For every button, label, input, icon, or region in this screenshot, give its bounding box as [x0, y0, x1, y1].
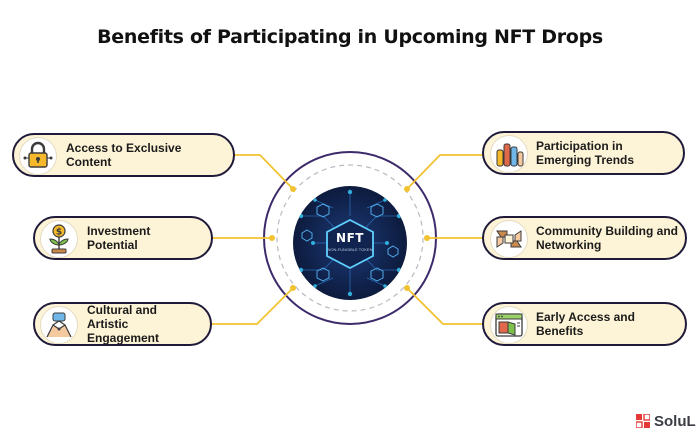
benefit-community-building: Community Building and Networking [482, 216, 687, 260]
brand-logo: SoluL [636, 412, 696, 430]
benefit-label: Participation in Emerging Trends [536, 139, 635, 167]
raised-hands-icon [490, 135, 528, 173]
connector-dot-left-2 [269, 235, 275, 241]
connector-right-1 [406, 154, 484, 190]
benefit-label: Cultural and Artistic Engagement [87, 303, 160, 345]
benefit-label: Access to Exclusive Content [66, 141, 182, 169]
circuit-pattern-icon [298, 189, 402, 297]
brand-mark-icon [636, 414, 650, 428]
benefit-early-access: Early Access and Benefits [482, 302, 687, 346]
connector-dot-left-3 [290, 285, 296, 291]
benefit-cultural-engagement: Cultural and Artistic Engagement [33, 302, 212, 346]
nft-hub: NFT NON-FUNGIBLE TOKEN [293, 186, 407, 300]
connector-left-3 [210, 287, 294, 325]
window-door-icon [490, 306, 528, 344]
connector-dot-right-1 [404, 186, 410, 192]
page-title: Benefits of Participating in Upcoming NF… [97, 26, 603, 48]
lock-icon [19, 137, 57, 175]
benefit-exclusive-content: Access to Exclusive Content [12, 133, 235, 177]
nft-sublabel: NON-FUNGIBLE TOKEN [327, 247, 373, 252]
hands-icon [40, 306, 78, 344]
inner-dashed-ring [276, 164, 424, 312]
joined-hands-icon [490, 220, 528, 258]
connector-dot-right-3 [404, 285, 410, 291]
connector-dot-left-1 [290, 186, 296, 192]
money-plant-icon: $ [40, 220, 78, 258]
connector-right-3 [406, 287, 484, 325]
brand-text: SoluL [654, 412, 696, 430]
nft-label: NFT [336, 231, 364, 245]
connector-dot-right-2 [424, 235, 430, 241]
benefit-label: Early Access and Benefits [536, 310, 635, 338]
benefit-investment-potential: $ Investment Potential [33, 216, 213, 260]
nft-hexagon [326, 218, 374, 270]
svg-text:$: $ [56, 228, 62, 238]
benefit-label: Investment Potential [87, 224, 151, 252]
benefit-label: Community Building and Networking [536, 224, 678, 252]
connector-left-1 [233, 154, 294, 190]
benefit-emerging-trends: Participation in Emerging Trends [482, 131, 685, 175]
